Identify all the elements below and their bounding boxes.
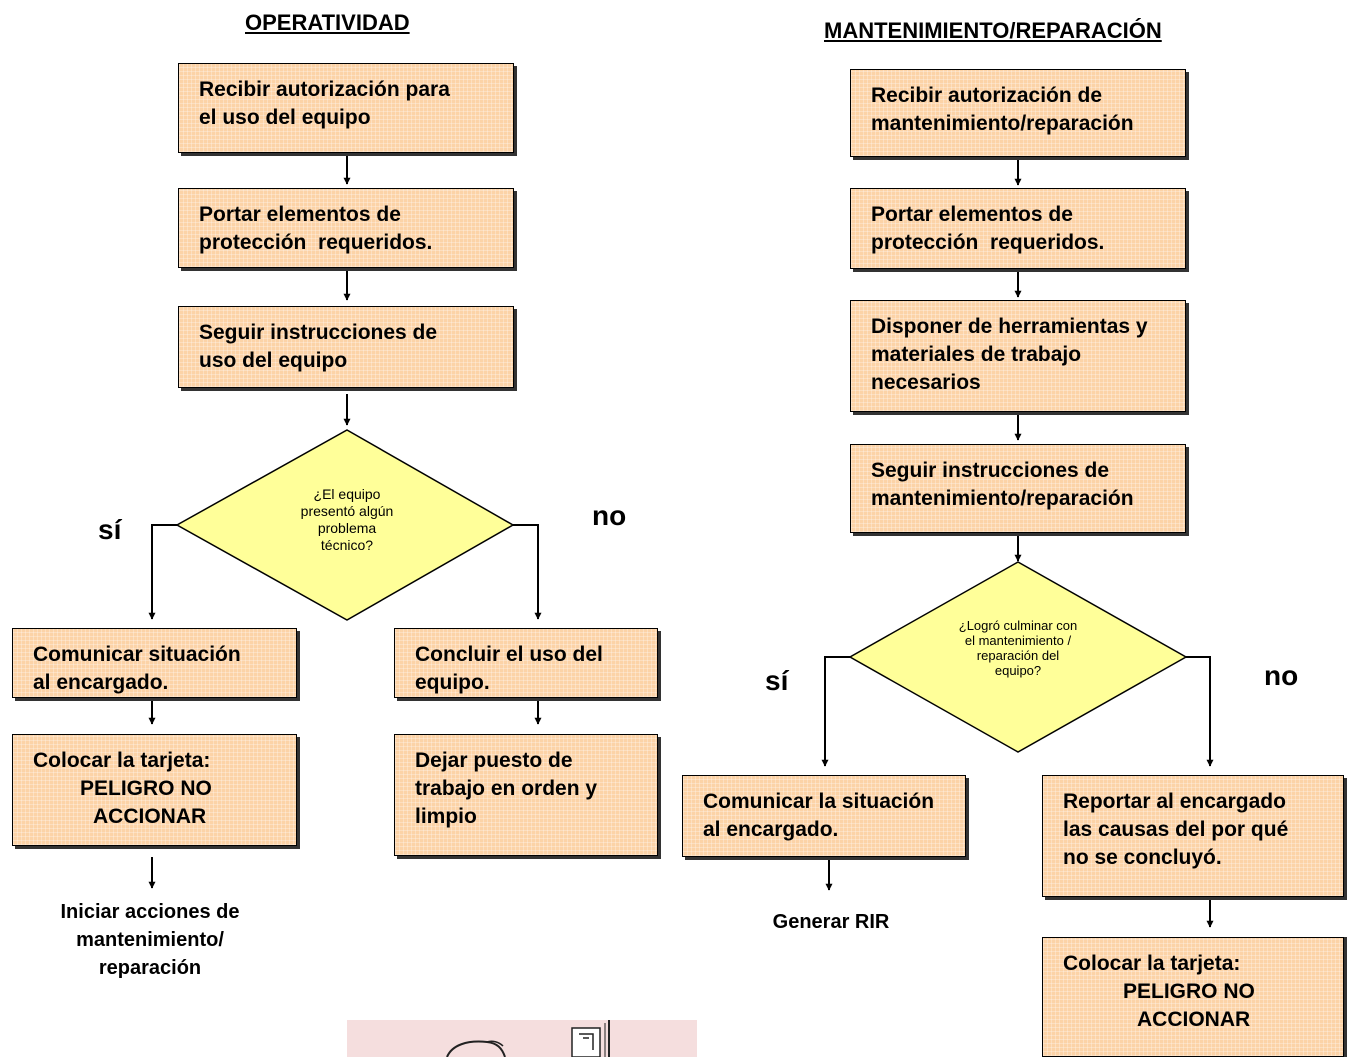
- op-step-text: Seguir instrucciones de: [199, 321, 438, 344]
- op-step-text: el uso del equipo: [199, 106, 371, 129]
- mt-step-text: PELIGRO NO: [1123, 980, 1255, 1003]
- op-yes-end-text: Iniciar acciones de mantenimiento/ repar…: [20, 898, 280, 982]
- mt-step-text: mantenimiento/reparación: [871, 112, 1134, 135]
- mt-step-receive-authorization: Recibir autorización de mantenimiento/re…: [850, 69, 1186, 157]
- clipart-illustration: [347, 1020, 697, 1058]
- op-end-line: Iniciar acciones de: [60, 901, 240, 923]
- op-step-text: Portar elementos de: [199, 203, 401, 226]
- mt-step-protection-elements: Portar elementos de protección requerido…: [850, 188, 1186, 269]
- op-step-text: protección requeridos.: [199, 231, 433, 254]
- mt-step-text: Disponer de herramientas y: [871, 315, 1148, 338]
- op-end-line: mantenimiento/: [76, 929, 224, 951]
- op-step-text: Recibir autorización para: [199, 78, 450, 101]
- mt-step-text: Seguir instrucciones de: [871, 459, 1110, 482]
- op-step-follow-instructions: Seguir instrucciones de uso del equipo: [178, 306, 514, 388]
- op-step-text: limpio: [415, 805, 477, 828]
- mt-yes-end-text: Generar RIR: [772, 911, 890, 933]
- arrow-op-yes: [148, 524, 177, 620]
- mt-decision-line: ¿Logró culminar con: [958, 618, 1078, 633]
- mt-decision-question: ¿Logró culminar con el mantenimiento / r…: [918, 618, 1118, 678]
- mt-step-text: Comunicar la situación: [703, 790, 935, 813]
- mt-decision-line: reparación del: [976, 648, 1060, 663]
- op-yes-place-tag: Colocar la tarjeta: PELIGRO NO ACCIONAR: [12, 734, 297, 846]
- mt-step-text: materiales de trabajo: [871, 343, 1082, 366]
- op-decision-question: ¿El equipo presentó algún problema técni…: [262, 486, 432, 554]
- arrow-mt-no: [1186, 656, 1214, 767]
- mt-step-text: Portar elementos de: [871, 203, 1073, 226]
- mt-step-text: protección requeridos.: [871, 231, 1105, 254]
- op-step-text: equipo.: [415, 671, 490, 694]
- mt-step-text: no se concluyó.: [1063, 846, 1222, 869]
- mt-step-text: Colocar la tarjeta:: [1063, 952, 1241, 975]
- mt-decision-line: el mantenimiento /: [964, 633, 1072, 648]
- op-step-text: trabajo en orden y: [415, 777, 598, 800]
- decision-diamond-mantenimiento: [848, 561, 1188, 753]
- op-step-text: Concluir el uso del: [415, 643, 603, 666]
- op-step-text: ACCIONAR: [93, 805, 207, 828]
- clipart-sketch-icon: [446, 1020, 610, 1058]
- mt-yes-communicate: Comunicar la situación al encargado.: [682, 775, 966, 857]
- op-yes-communicate: Comunicar situación al encargado.: [12, 628, 297, 698]
- op-step-text: Comunicar situación: [33, 643, 241, 666]
- op-no-leave-clean: Dejar puesto de trabajo en orden y limpi…: [394, 734, 658, 856]
- op-step-text: Colocar la tarjeta:: [33, 749, 211, 772]
- op-step-text: uso del equipo: [199, 349, 348, 372]
- op-decision-line: ¿El equipo: [313, 486, 381, 502]
- op-step-text: PELIGRO NO: [80, 777, 212, 800]
- arrow-op-no: [513, 524, 542, 620]
- mantenimiento-title: MANTENIMIENTO/REPARACIÓN: [824, 18, 1162, 43]
- op-no-label: no: [592, 500, 627, 531]
- operatividad-title: OPERATIVIDAD: [245, 10, 410, 35]
- op-no-conclude: Concluir el uso del equipo.: [394, 628, 658, 698]
- mt-step-text: Reportar al encargado: [1063, 790, 1286, 813]
- op-step-receive-authorization: Recibir autorización para el uso del equ…: [178, 63, 514, 153]
- mt-step-follow-instructions: Seguir instrucciones de mantenimiento/re…: [850, 444, 1186, 533]
- mt-no-place-tag: Colocar la tarjeta: PELIGRO NO ACCIONAR: [1042, 937, 1344, 1057]
- op-decision-line: problema: [317, 520, 377, 536]
- mt-step-text: necesarios: [871, 371, 981, 394]
- op-end-line: reparación: [98, 957, 202, 979]
- op-decision-line: presentó algún: [300, 503, 394, 519]
- mt-no-report: Reportar al encargado las causas del por…: [1042, 775, 1344, 897]
- mt-step-text: ACCIONAR: [1137, 1008, 1251, 1031]
- op-decision-line: técnico?: [320, 537, 374, 553]
- arrow-mt-yes: [821, 656, 850, 767]
- mt-step-text: al encargado.: [703, 818, 839, 841]
- mt-no-label: no: [1264, 660, 1299, 691]
- mt-step-text: las causas del por qué: [1063, 818, 1289, 841]
- mt-step-text: Recibir autorización de: [871, 84, 1103, 107]
- mt-step-text: mantenimiento/reparación: [871, 487, 1134, 510]
- op-step-text: al encargado.: [33, 671, 169, 694]
- op-step-text: Dejar puesto de: [415, 749, 573, 772]
- mt-step-tools-materials: Disponer de herramientas y materiales de…: [850, 300, 1186, 412]
- decision-diamond-operatividad: [175, 429, 515, 621]
- op-yes-label: sí: [98, 514, 122, 545]
- mt-yes-label: sí: [765, 665, 789, 696]
- op-step-protection-elements: Portar elementos de protección requerido…: [178, 188, 514, 268]
- mt-decision-line: equipo?: [994, 663, 1042, 678]
